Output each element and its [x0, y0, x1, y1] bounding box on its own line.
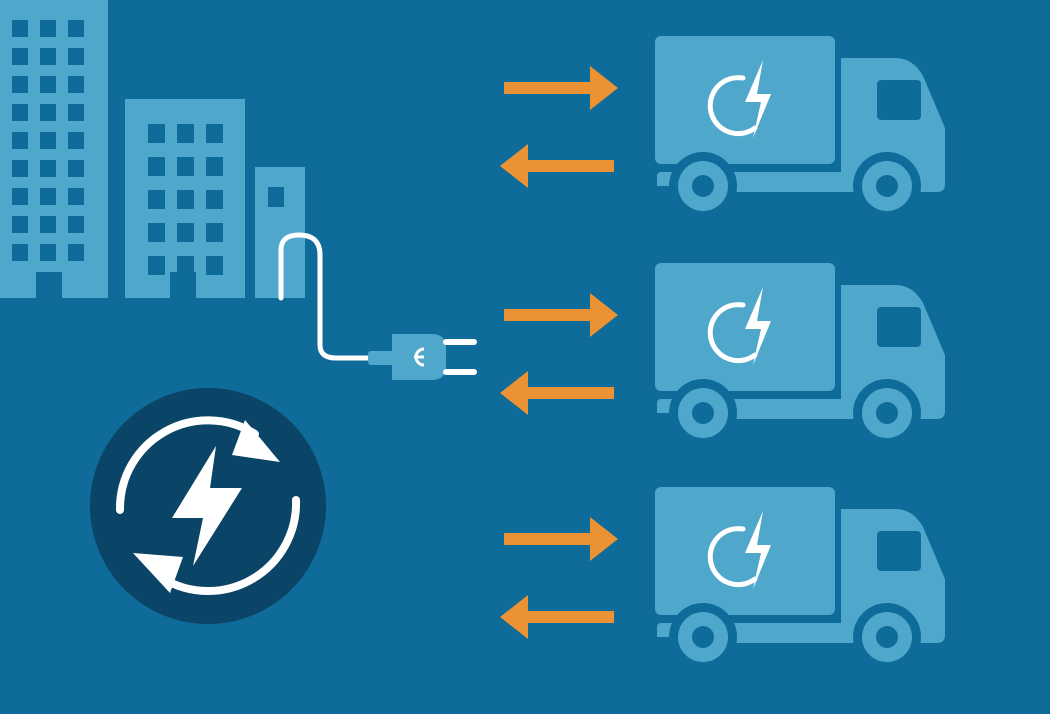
mid-building — [125, 99, 245, 298]
city-buildings-icon — [0, 0, 305, 298]
arrow-right-icon — [504, 293, 618, 337]
fleet-row — [500, 36, 945, 220]
refresh-arc-top — [115, 416, 259, 514]
lightning-bolt-icon — [172, 446, 242, 566]
arrow-left-icon — [500, 144, 614, 188]
arrow-right-icon — [504, 66, 618, 110]
arrowhead-bottom — [133, 553, 183, 593]
refresh-arc-bottom — [158, 496, 301, 595]
arrow-left-icon — [500, 371, 614, 415]
arrow-right-icon — [504, 517, 618, 561]
plug-body — [368, 334, 477, 380]
tall-building — [0, 0, 108, 298]
power-plug-icon — [278, 232, 477, 380]
truck-fleet — [500, 36, 945, 671]
fleet-row — [500, 263, 945, 447]
arrow-left-icon — [500, 595, 614, 639]
bidirectional-charging-icon — [90, 388, 326, 624]
arrowhead-top — [232, 420, 280, 462]
power-cable — [278, 232, 375, 361]
fleet-row — [500, 487, 945, 671]
